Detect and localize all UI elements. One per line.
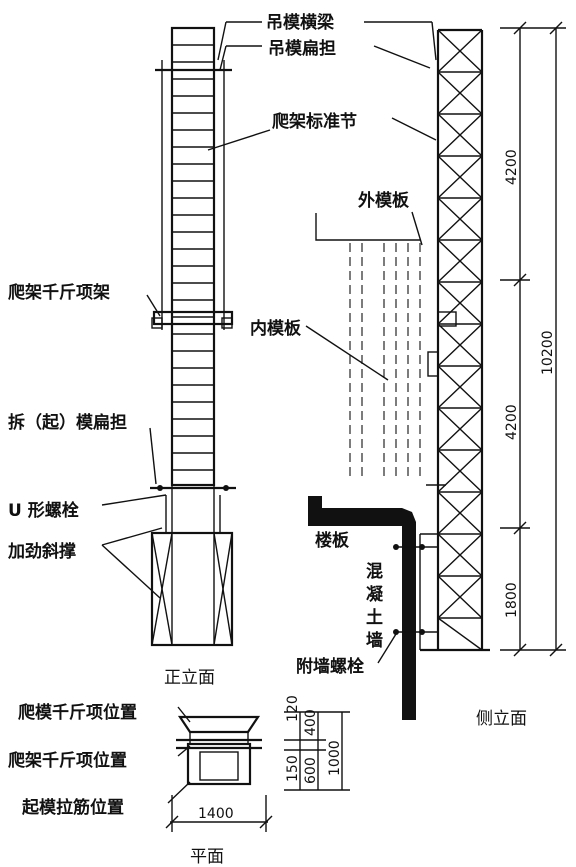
floor-slab-wall-section (308, 508, 416, 720)
side-elevation (308, 21, 566, 720)
title-plan: 平面 (190, 847, 224, 867)
dim-side-middle: 4200 (504, 404, 520, 440)
dim-plan-120: 120 (285, 695, 301, 722)
label-wall-bolt: 附墙螺栓 (296, 656, 364, 677)
front-elevation (150, 26, 236, 647)
label-frame-jack-top-frame: 爬架千斤项架 (8, 282, 110, 303)
dim-side-upper: 4200 (504, 149, 520, 185)
label-hoist-flat-lift: 吊模扁担 (268, 38, 336, 59)
plan-view (165, 711, 350, 832)
label-form-jack-position: 爬模千斤项位置 (18, 702, 137, 723)
title-side-elevation: 侧立面 (476, 709, 527, 729)
label-demold-flat-lift: 拆（起）模扁担 (8, 412, 127, 433)
label-u-bolt: U 形螺栓 (8, 500, 79, 521)
label-outer-formwork: 外模板 (358, 190, 410, 211)
dim-plan-1000: 1000 (327, 740, 343, 776)
label-demold-tie-position: 起模拉筋位置 (21, 797, 124, 818)
label-frame-standard-section: 爬架标准节 (272, 111, 357, 132)
title-front-elevation: 正立面 (164, 668, 215, 688)
dim-side-lower: 1800 (504, 582, 520, 618)
leader-lines (101, 21, 437, 804)
dimension-labels: 4200 4200 1800 10200 1400 120 400 150 60… (198, 149, 556, 822)
label-stiffening-brace: 加劲斜撑 (7, 541, 76, 562)
dim-plan-width: 1400 (198, 806, 234, 822)
climbing-frame-front (170, 26, 216, 487)
dim-side-total: 10200 (540, 330, 556, 375)
dim-plan-150: 150 (285, 755, 301, 782)
label-floor-slab: 楼板 (315, 530, 350, 551)
dim-plan-400: 400 (303, 709, 319, 736)
label-hoist-beam: 吊模横梁 (266, 12, 335, 33)
label-inner-formwork: 内模板 (250, 318, 302, 339)
dim-plan-600: 600 (303, 757, 319, 784)
label-frame-jack-position: 爬架千斤项位置 (8, 750, 127, 771)
labels: 吊模横梁 吊模扁担 爬架标准节 外模板 爬架千斤项架 内模板 拆（起）模扁担 U… (7, 12, 527, 867)
label-concrete-wall: 混凝土墙 (362, 562, 383, 654)
